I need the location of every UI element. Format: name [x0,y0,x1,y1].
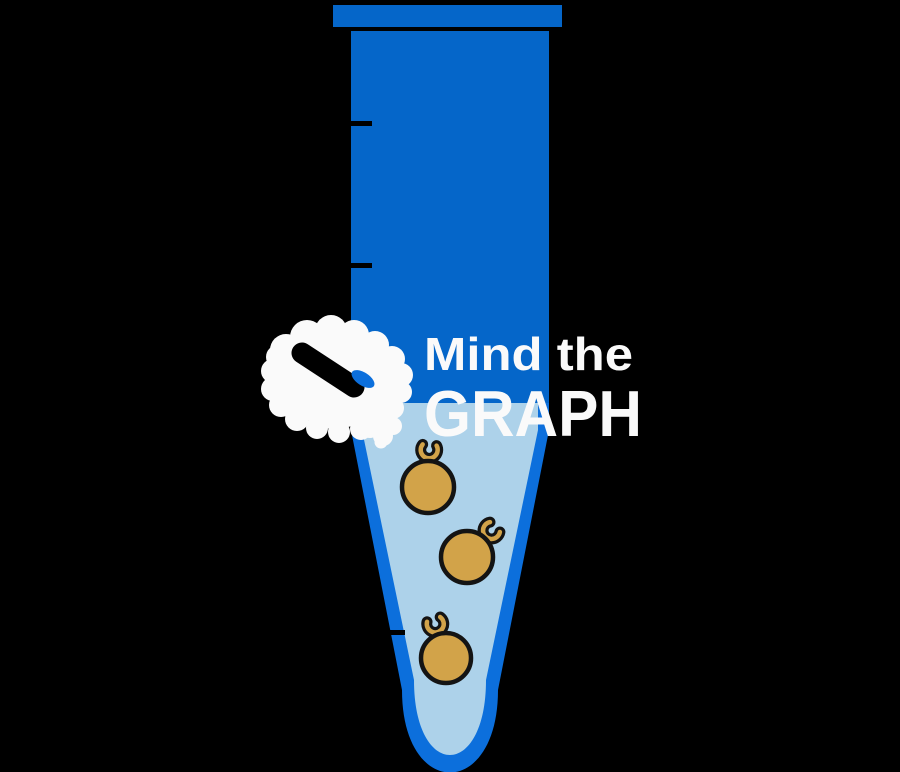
cell-body [438,528,496,586]
graduation-tick [380,630,405,635]
bubble-dot-icon [374,435,388,449]
cell-bud-icon [415,438,444,464]
cells-in-liquid [399,438,506,686]
pencil-nib-icon [351,370,375,388]
graduation-tick [348,263,372,268]
cell-body [418,630,474,686]
watermark-line2: GRAPH [424,377,642,450]
brain-icon [261,315,413,446]
cell-icon [399,438,457,516]
tube-cap [333,5,562,27]
bubble-dot-icon [361,420,379,438]
cell-icon [438,516,506,586]
bubble-trail [361,420,388,449]
graduation-tick [348,121,372,126]
cell-body [399,458,457,516]
watermark: Mind the GRAPH [261,315,642,450]
pencil-slash-icon [291,342,365,398]
cell-icon [418,611,474,686]
watermark-line1: Mind the [424,328,633,380]
